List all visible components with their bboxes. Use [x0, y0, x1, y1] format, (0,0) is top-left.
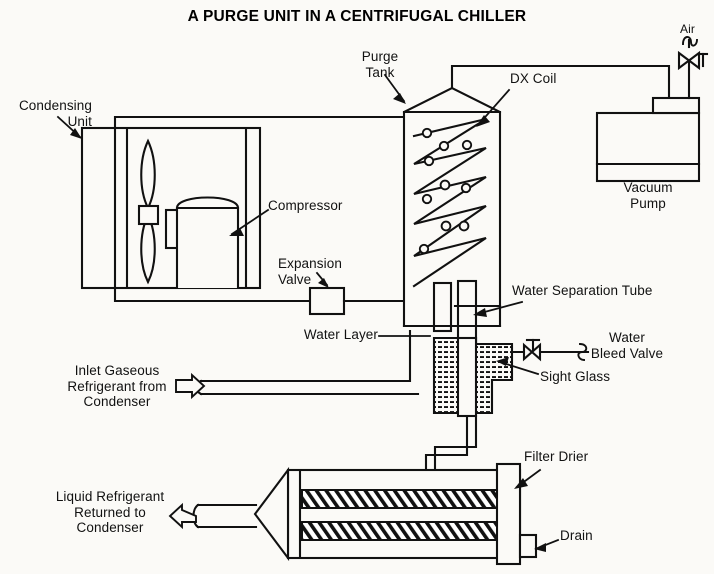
- filter-drier: [253, 462, 538, 566]
- bubbles: [418, 127, 473, 255]
- liquid-line: [113, 286, 312, 303]
- label-liquid-refrigerant-returned: Liquid Refrigerant Returned to Condenser: [55, 489, 165, 535]
- discharge-line: [113, 115, 410, 290]
- drier-feed-line: [424, 414, 478, 479]
- expansion-valve: [308, 286, 406, 316]
- sight-glass: [432, 336, 514, 418]
- label-compressor: Compressor: [268, 198, 343, 213]
- label-sight-glass: Sight Glass: [540, 369, 611, 384]
- water-bleed-curl-icon: [577, 343, 588, 361]
- air-curl-icon: [682, 36, 698, 47]
- purge-to-vacuum-line: [450, 64, 671, 100]
- air-valve: [677, 50, 709, 71]
- label-vacuum-pump: Vacuum Pump: [623, 180, 673, 211]
- water-bleed-valve: [522, 338, 542, 362]
- compressor: [175, 196, 240, 290]
- label-purge-tank: Purge Tank: [361, 49, 399, 80]
- page-title: A PURGE UNIT IN A CENTRIFUGAL CHILLER: [187, 8, 527, 25]
- label-water-separation-tube: Water Separation Tube: [512, 283, 653, 298]
- outlet-pipe: [192, 503, 258, 529]
- tank-bottom-ports: [402, 304, 502, 328]
- label-filter-drier: Filter Drier: [524, 449, 589, 464]
- label-drain: Drain: [560, 528, 593, 543]
- dx-coil: [412, 117, 487, 288]
- label-inlet-gaseous-refrigerant: Inlet Gaseous Refrigerant from Condenser: [67, 363, 167, 409]
- leader-arrows: [56, 73, 560, 552]
- vacuum-pump: [595, 96, 701, 183]
- label-water-bleed-valve: Water Bleed Valve: [590, 330, 664, 361]
- fan-blade-icon: [137, 138, 160, 285]
- outlet-flow-arrow: [168, 502, 197, 530]
- label-air: Air: [680, 22, 695, 36]
- label-water-layer: Water Layer: [303, 327, 378, 342]
- label-dx-coil: DX Coil: [510, 71, 557, 86]
- label-condensing-unit: Condensing Unit: [18, 98, 92, 129]
- label-expansion-valve: Expansion Valve: [278, 256, 342, 287]
- inlet-flow-arrow: [175, 372, 206, 400]
